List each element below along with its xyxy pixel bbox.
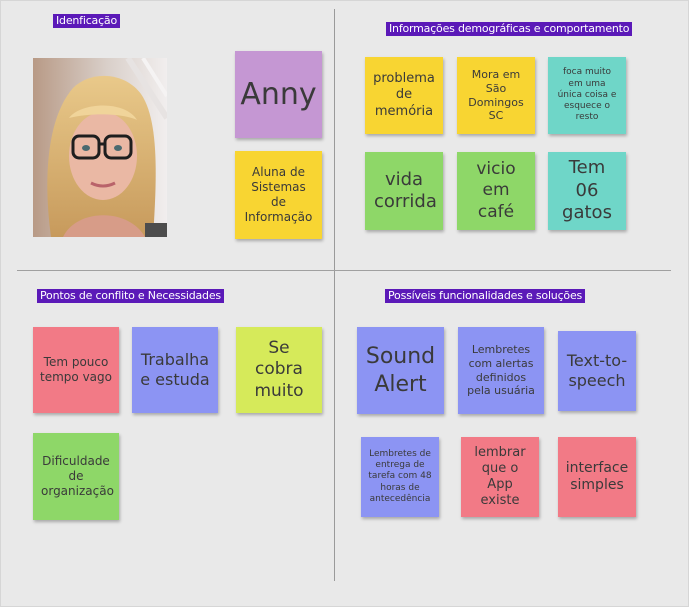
sticky-note-text: lembrar que o App existe [474, 444, 526, 509]
sticky-note-conflict-3[interactable]: Se cobra muito [236, 327, 322, 413]
sticky-note-text: Text-to-speech [566, 351, 628, 390]
horizontal-divider [17, 270, 671, 271]
sticky-note-text: Lembretes de entrega de tarefa com 48 ho… [368, 448, 432, 504]
sticky-note-text: problema de memória [373, 71, 435, 119]
section-label-identification: Idenficação [53, 14, 121, 28]
section-label-features: Possíveis funcionalidades e soluções [385, 289, 586, 303]
sticky-note-demographic-1[interactable]: problema de memória [365, 57, 443, 134]
sticky-note-feature-2[interactable]: Lembretes com alertas definidos pela usu… [458, 327, 544, 414]
sticky-note-demographic-2[interactable]: Mora em São Domingos SC [457, 57, 535, 134]
sticky-note-feature-4[interactable]: Lembretes de entrega de tarefa com 48 ho… [361, 437, 439, 517]
sticky-note-demographic-5[interactable]: vicio em café [457, 152, 535, 230]
sticky-note-text: Tem 06 gatos [562, 157, 612, 224]
persona-photo-image [33, 58, 167, 237]
sticky-note-conflict-1[interactable]: Tem pouco tempo vago [33, 327, 119, 413]
sticky-note-name[interactable]: Anny [235, 51, 322, 138]
sticky-note-text: vicio em café [476, 159, 516, 222]
sticky-note-role[interactable]: Aluna de Sistemas de Informação [235, 151, 322, 239]
sticky-note-text: Dificuldade de organização [41, 454, 114, 498]
sticky-note-feature-6[interactable]: interface simples [558, 437, 636, 517]
sticky-note-text: Aluna de Sistemas de Informação [244, 165, 313, 224]
sticky-note-demographic-4[interactable]: vida corrida [365, 152, 443, 230]
sticky-note-text: Sound Alert [365, 344, 436, 397]
sticky-note-feature-1[interactable]: Sound Alert [357, 327, 444, 414]
vertical-divider [334, 9, 335, 581]
sticky-note-text: Tem pouco tempo vago [40, 355, 112, 384]
persona-photo[interactable] [33, 58, 167, 237]
sticky-note-demographic-6[interactable]: Tem 06 gatos [548, 152, 626, 230]
sticky-note-text: Trabalha e estuda [140, 350, 210, 389]
sticky-note-text: interface simples [565, 459, 629, 494]
sticky-note-text: Mora em São Domingos SC [468, 68, 524, 123]
sticky-note-feature-3[interactable]: Text-to-speech [558, 331, 636, 411]
sticky-note-feature-5[interactable]: lembrar que o App existe [461, 437, 539, 517]
sticky-note-text: vida corrida [374, 168, 437, 213]
sticky-note-text: foca muito em uma única coisa e esquece … [557, 67, 617, 123]
sticky-note-text: Anny [240, 76, 317, 112]
sticky-note-conflict-4[interactable]: Dificuldade de organização [33, 433, 119, 520]
section-label-demographics: Informações demográficas e comportamento [386, 22, 633, 36]
sticky-note-conflict-2[interactable]: Trabalha e estuda [132, 327, 218, 413]
sticky-note-text: Se cobra muito [254, 338, 304, 401]
sticky-note-text: Lembretes com alertas definidos pela usu… [467, 343, 535, 398]
section-label-conflicts: Pontos de conflito e Necessidades [37, 289, 224, 303]
sticky-note-demographic-3[interactable]: foca muito em uma única coisa e esquece … [548, 57, 626, 134]
